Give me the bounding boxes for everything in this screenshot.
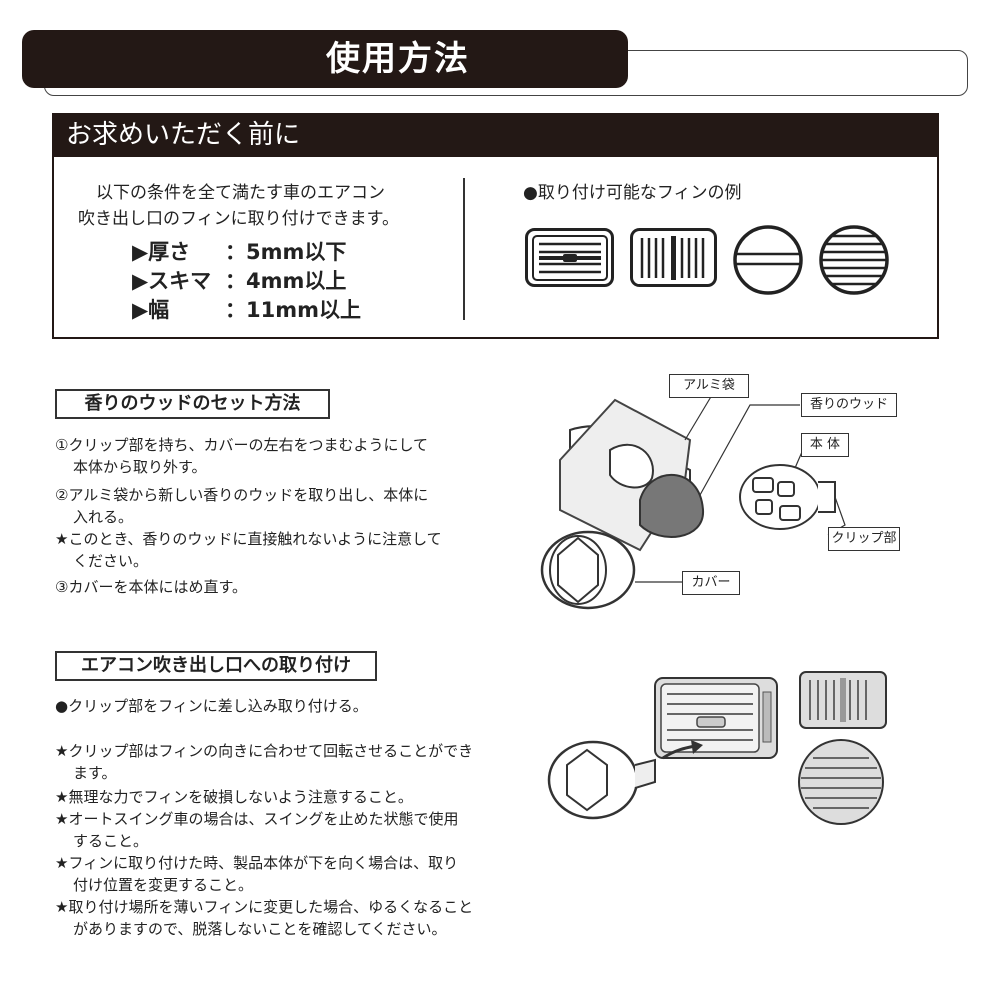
install-note-5-line-1: ★取り付け場所を薄いフィンに変更した場合、ゆるくなること: [55, 898, 474, 916]
install-note-1-line-2: ます。: [73, 764, 117, 782]
spec-width-value: ：11mm以上: [225, 298, 361, 322]
install-note-3-line-2: すること。: [73, 832, 149, 850]
box-divider: [463, 178, 465, 320]
spec-width-label: ▶幅: [132, 298, 170, 322]
install-note-4-line-1: ★フィンに取り付けた時、製品本体が下を向く場合は、取り: [55, 854, 459, 872]
before-purchase-header: [52, 113, 939, 157]
title-bar: [22, 30, 628, 88]
install-heading: エアコン吹き出し口への取り付け: [55, 651, 377, 681]
step-1-line-1: ①クリップ部を持ち、カバーの左右をつまむようにして: [55, 436, 428, 454]
set-method-illustration: [540, 389, 846, 610]
install-note-1-line-1: ★クリップ部はフィンの向きに合わせて回転させることができ: [55, 742, 474, 760]
callout-cover: カバー: [682, 571, 740, 595]
round-single-fin-icon: [733, 225, 803, 295]
before-purchase-heading: お求めいただく前に: [66, 120, 301, 150]
round-multi-fin-icon: [819, 225, 889, 295]
spec-gap-value: ：4mm以上: [225, 269, 347, 293]
step-2-line-2: 入れる。: [73, 508, 134, 526]
horizontal-fin-icon: [525, 228, 614, 287]
install-note-5-line-2: がありますので、脱落しないことを確認してください。: [73, 920, 447, 938]
spec-thickness-value: ：5mm以下: [225, 240, 347, 264]
set-method-heading: 香りのウッドのセット方法: [55, 389, 330, 419]
install-note-4-line-2: 付け位置を変更すること。: [73, 876, 254, 894]
step-2-line-1: ②アルミ袋から新しい香りのウッドを取り出し、本体に: [55, 486, 429, 504]
note-line-2: ください。: [73, 552, 149, 570]
callout-aluminum-bag: アルミ袋: [669, 374, 749, 398]
note-line-1: ★このとき、香りのウッドに直接触れないように注意して: [55, 530, 442, 548]
page-title: 使用方法: [326, 39, 470, 79]
spec-thickness-label: ▶厚さ: [132, 240, 191, 264]
install-illustration: [547, 671, 887, 825]
step-1-line-2: 本体から取り外す。: [73, 458, 207, 476]
callout-wood: 香りのウッド: [801, 393, 897, 417]
step-3: ③カバーを本体にはめ直す。: [55, 578, 247, 596]
fin-examples-title: ●取り付け可能なフィンの例: [523, 183, 742, 203]
condition-line-2: 吹き出し口のフィンに取り付けできます。: [78, 209, 399, 229]
callout-body: 本 体: [801, 433, 849, 457]
callout-clip: クリップ部: [828, 527, 900, 551]
install-note-3-line-1: ★オートスイング車の場合は、スイングを止めた状態で使用: [55, 810, 459, 828]
install-note-2: ★無理な力でフィンを破損しないよう注意すること。: [55, 788, 413, 806]
condition-line-1: 以下の条件を全て満たす車のエアコン: [96, 183, 385, 203]
spec-gap-label: ▶スキマ: [132, 269, 212, 293]
vertical-fin-icon: [630, 228, 717, 287]
install-main: ●クリップ部をフィンに差し込み取り付ける。: [55, 697, 368, 715]
